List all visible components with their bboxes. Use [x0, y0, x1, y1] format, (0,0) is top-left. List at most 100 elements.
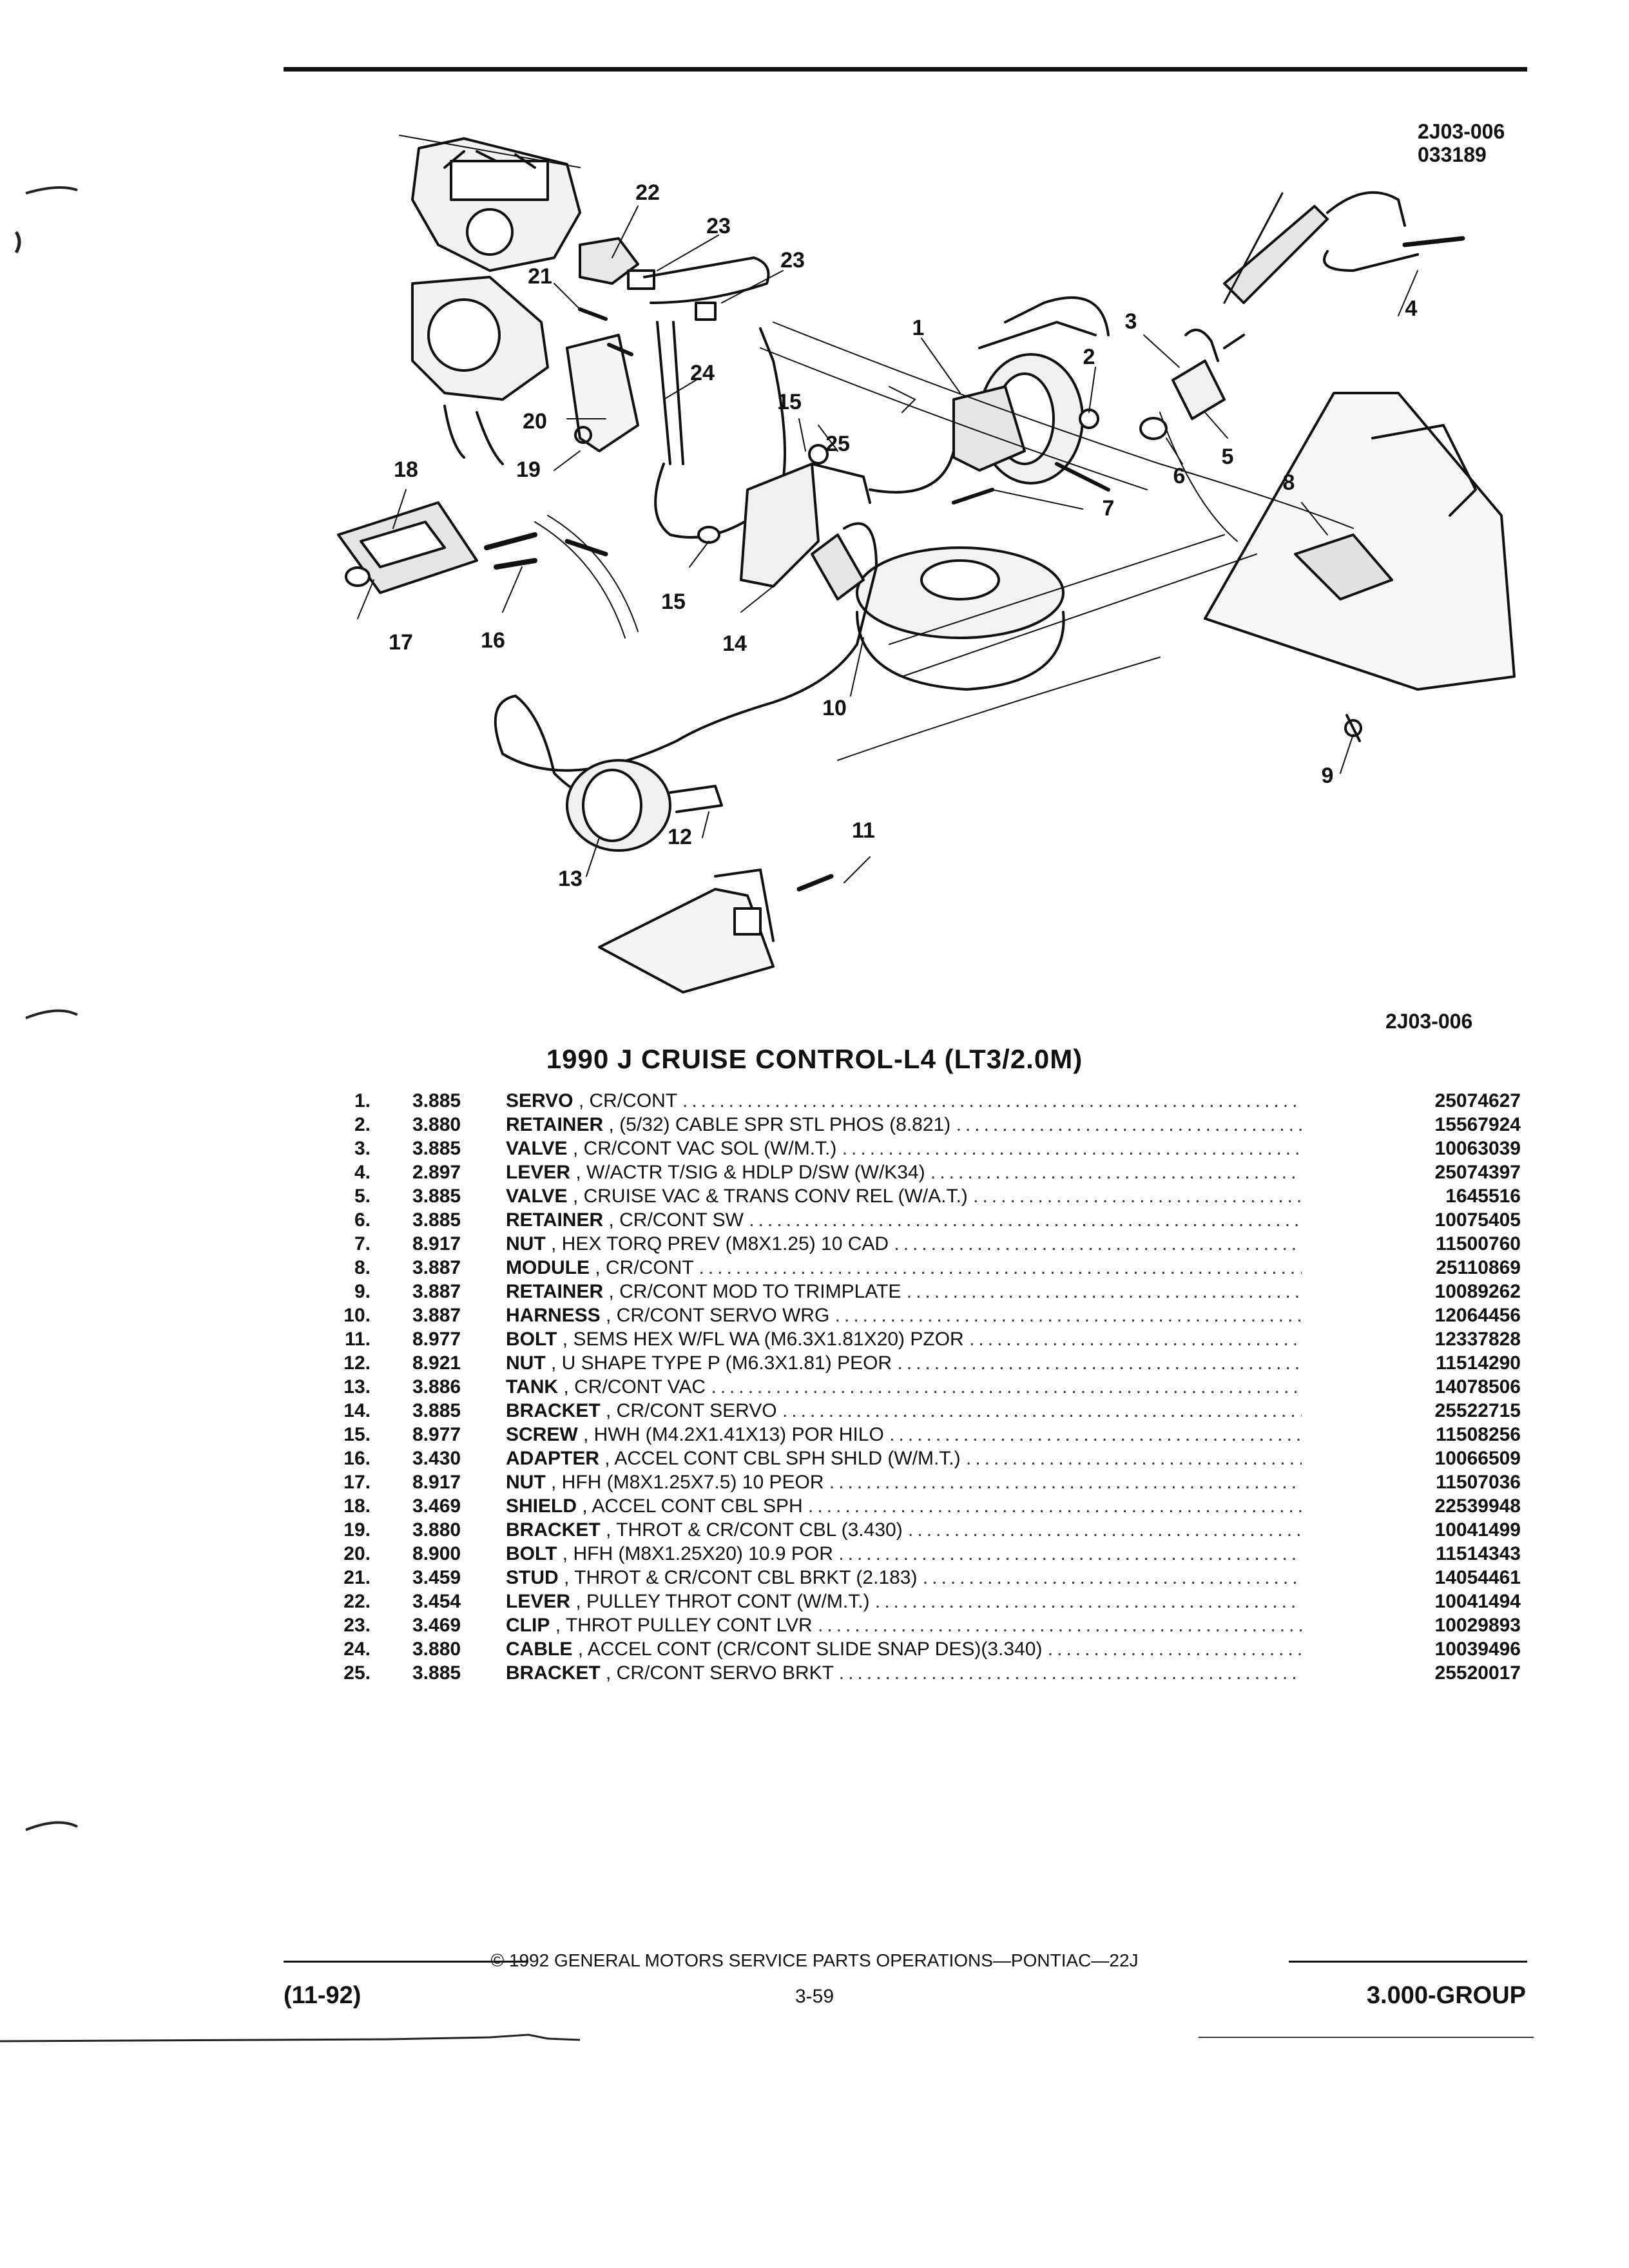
part-detail: , HFH (M8X1.25X7.5) 10 PEOR [551, 1472, 824, 1493]
part-name: CABLE [506, 1639, 573, 1660]
part-name: STUD [506, 1567, 559, 1588]
part-detail: , CR/CONT SERVO BRKT [606, 1662, 834, 1684]
item-number: 7. [354, 1233, 371, 1254]
dot-leader: ........................................… [842, 1138, 1302, 1159]
group-number: 3.885 [412, 1186, 461, 1207]
part-description: BRACKET , CR/CONT SERVO BRKT ...........… [506, 1661, 1302, 1685]
part-number: 11514290 [1436, 1352, 1521, 1374]
dot-leader: ........................................… [749, 1209, 1302, 1231]
dot-leader: ........................................… [808, 1495, 1302, 1517]
dot-leader: ........................................… [699, 1257, 1302, 1278]
dot-leader: ........................................… [782, 1400, 1302, 1421]
part-number: 12337828 [1434, 1329, 1521, 1350]
shield-drawing [337, 501, 639, 639]
part-description: NUT , HEX TORQ PREV (M8X1.25) 10 CAD ...… [506, 1232, 1302, 1256]
group-number: 3.885 [412, 1209, 461, 1231]
part-name: ADAPTER [506, 1448, 600, 1469]
part-detail: , CR/CONT SW [608, 1209, 744, 1231]
callout-number: 3 [1125, 309, 1137, 334]
part-number: 14078506 [1434, 1376, 1521, 1398]
group-number: 3.885 [412, 1090, 461, 1111]
group-number: 8.900 [412, 1543, 461, 1564]
page-title: 1990 J CRUISE CONTROL-L4 (LT3/2.0M) [546, 1044, 1083, 1074]
throttle-lever-drawing [579, 237, 770, 321]
part-name: NUT [506, 1472, 546, 1493]
part-number: 25074397 [1434, 1162, 1521, 1183]
group-number: 3.469 [412, 1495, 461, 1517]
part-detail: , PULLEY THROT CONT (W/M.T.) [575, 1591, 870, 1612]
callout-number: 20 [523, 409, 547, 434]
item-number: 12. [343, 1352, 371, 1374]
part-description: MODULE , CR/CONT .......................… [506, 1256, 1302, 1280]
callout-number: 21 [528, 264, 552, 289]
part-number: 25110869 [1436, 1257, 1521, 1278]
module-trim-panel-drawing [1204, 392, 1516, 742]
part-detail: , CR/CONT SERVO [606, 1400, 777, 1421]
callout-number: 10 [822, 696, 847, 720]
part-name: SERVO [506, 1090, 574, 1111]
part-description: LEVER , PULLEY THROT CONT (W/M.T.) .....… [506, 1590, 1302, 1613]
body-outline-drawing [760, 192, 1354, 761]
part-number: 11500760 [1436, 1233, 1521, 1254]
dot-leader: ........................................… [818, 1615, 1302, 1636]
part-name: RETAINER [506, 1209, 604, 1231]
part-number: 10066509 [1434, 1448, 1521, 1469]
part-name: BOLT [506, 1543, 557, 1564]
callout-number: 16 [481, 628, 505, 653]
part-number: 25520017 [1434, 1662, 1521, 1684]
callout-number: 9 [1322, 764, 1334, 788]
part-number: 14054461 [1434, 1567, 1521, 1588]
group-number: 8.917 [412, 1233, 461, 1254]
callout-number: 19 [516, 457, 541, 482]
group-number: 3.885 [412, 1138, 461, 1159]
callout-number: 25 [825, 432, 850, 456]
part-number: 15567924 [1434, 1114, 1521, 1135]
callout-number: 11 [852, 818, 875, 843]
part-description: NUT , HFH (M8X1.25X7.5) 10 PEOR ........… [506, 1470, 1302, 1494]
part-number: 10063039 [1434, 1138, 1521, 1159]
part-detail: , HFH (M8X1.25X20) 10.9 POR [562, 1543, 833, 1564]
item-number: 18. [343, 1495, 371, 1517]
part-detail: , U SHAPE TYPE P (M6.3X1.81) PEOR [551, 1352, 892, 1374]
dot-leader: ........................................… [838, 1543, 1302, 1564]
callout-number: 14 [722, 631, 747, 656]
part-name: NUT [506, 1352, 546, 1374]
callout-number: 13 [558, 867, 583, 891]
part-number: 10029893 [1434, 1615, 1521, 1636]
item-number: 8. [354, 1257, 371, 1278]
group-number: 3.469 [412, 1615, 461, 1636]
part-number: 10039496 [1434, 1639, 1521, 1660]
part-description: SCREW , HWH (M4.2X1.41X13) POR HILO ....… [506, 1423, 1302, 1446]
dot-leader: ........................................… [930, 1162, 1302, 1183]
dot-leader: ........................................… [922, 1567, 1302, 1588]
group-number: 3.459 [412, 1567, 461, 1588]
exploded-parts-diagram: 1234567891011121314151516171819202122232… [337, 135, 1516, 994]
scan-edge-line [0, 2033, 1534, 2042]
callout-number: 23 [706, 214, 731, 238]
part-detail: , ACCEL CONT CBL SPH [582, 1495, 803, 1517]
item-number: 21. [343, 1567, 371, 1588]
group-number: 3.454 [412, 1591, 461, 1612]
throttle-body-drawing [399, 135, 581, 465]
item-number: 24. [343, 1639, 371, 1660]
group-number: 3.885 [412, 1400, 461, 1421]
vacuum-valves-drawing [1139, 329, 1245, 440]
part-detail: , CR/CONT VAC SOL (W/M.T.) [572, 1138, 837, 1159]
callout-number: 22 [635, 180, 660, 205]
footer-page-number: 3-59 [795, 1986, 834, 2007]
item-number: 2. [354, 1114, 371, 1135]
